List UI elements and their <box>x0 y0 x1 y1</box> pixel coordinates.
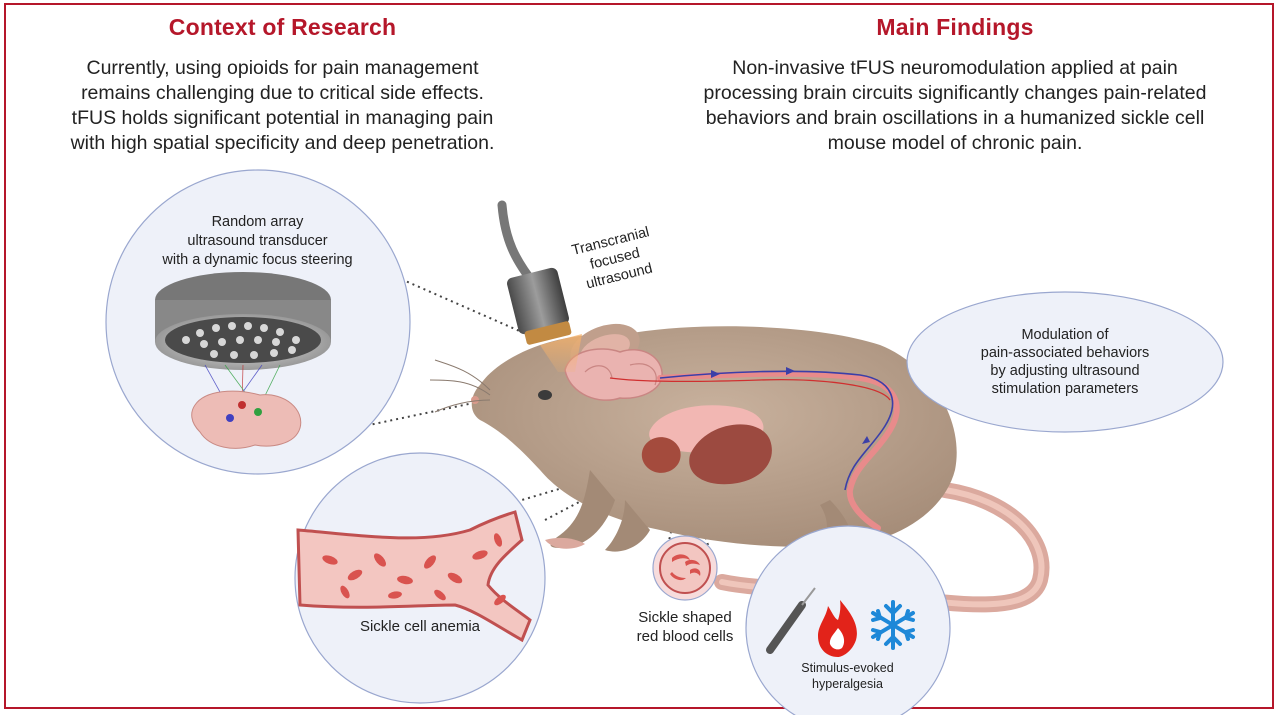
hyperalgesia-label-line: Stimulus-evoked <box>801 661 894 675</box>
context-text: Currently, using opioids for pain manage… <box>30 56 535 156</box>
findings-line: processing brain circuits significantly … <box>703 82 1207 104</box>
transducer-label-line: ultrasound transducer <box>187 233 328 249</box>
snowflake-icon <box>871 600 915 650</box>
flame-icon <box>818 600 857 657</box>
sickle-rbc-label-line: Sickle shaped <box>638 609 732 626</box>
context-heading: Context of Research <box>168 14 397 40</box>
sickle-anemia-label-text: Sickle cell anemia <box>359 618 481 635</box>
von-frey-filament-icon <box>766 587 816 654</box>
findings-line: mouse model of chronic pain. <box>827 132 1083 154</box>
ultrasound-probe-icon <box>497 200 582 372</box>
modulation-label-line: pain-associated behaviors <box>980 345 1150 361</box>
modulation-label-line: Modulation of <box>1021 327 1109 343</box>
sickle-rbc-label-line: red blood cells <box>636 628 734 645</box>
findings-line: behaviors and brain oscillations in a hu… <box>705 107 1205 129</box>
hyperalgesia-label: Stimulus-evoked hyperalgesia <box>765 660 930 692</box>
transducer-icon <box>155 272 331 449</box>
findings-heading: Main Findings <box>876 14 1034 40</box>
sickle-rbc-label: Sickle shaped red blood cells <box>605 608 765 646</box>
context-line: with high spatial specificity and deep p… <box>70 132 495 154</box>
context-line: Currently, using opioids for pain manage… <box>86 57 479 79</box>
context-line: remains challenging due to critical side… <box>81 82 484 104</box>
sickle-cells-icon <box>670 554 701 581</box>
findings-text: Non-invasive tFUS neuromodulation applie… <box>650 56 1260 156</box>
modulation-label: Modulation of pain-associated behaviors … <box>920 326 1210 398</box>
sickle-anemia-label: Sickle cell anemia <box>320 617 520 636</box>
modulation-ellipse <box>906 291 1224 433</box>
modulation-label-line: stimulation parameters <box>991 381 1139 397</box>
findings-line: Non-invasive tFUS neuromodulation applie… <box>732 57 1178 79</box>
transducer-label: Random array ultrasound transducer with … <box>130 213 385 270</box>
hyperalgesia-label-line: hyperalgesia <box>812 677 883 691</box>
modulation-label-line: by adjusting ultrasound <box>990 363 1140 379</box>
context-line: tFUS holds significant potential in mana… <box>71 107 494 129</box>
transducer-label-line: Random array <box>211 214 304 230</box>
transducer-label-line: with a dynamic focus steering <box>162 252 353 268</box>
figure-border <box>4 3 1274 709</box>
blood-vessel-icon <box>296 510 532 643</box>
